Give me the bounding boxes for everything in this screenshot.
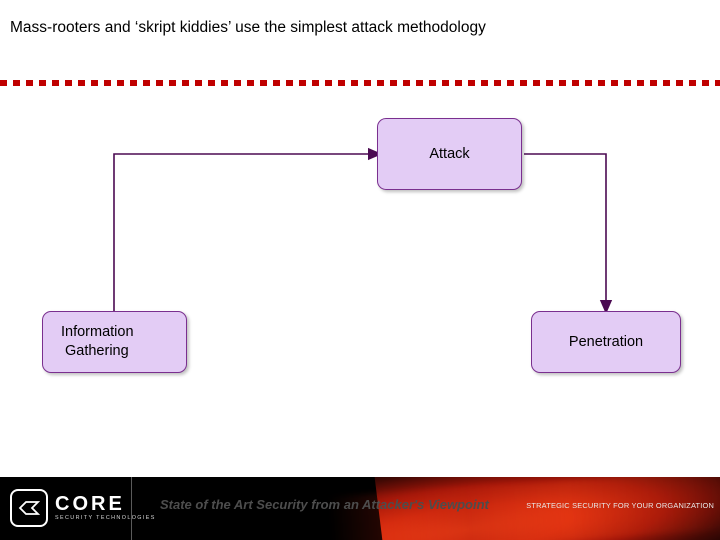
title-divider <box>0 80 720 86</box>
footer-strapline: STRATEGIC SECURITY FOR YOUR ORGANIZATION <box>526 501 714 510</box>
node-information-gathering-label: Information Gathering <box>61 323 134 361</box>
node-penetration-label: Penetration <box>568 333 644 350</box>
flow-diagram: Attack Information Gathering Penetration <box>0 86 720 476</box>
node-penetration[interactable]: Penetration <box>531 311 681 373</box>
core-logo-mark-icon <box>10 489 48 527</box>
core-logo-wordmark: CORE <box>55 493 125 515</box>
node-information-gathering[interactable]: Information Gathering <box>42 311 187 373</box>
footer-divider <box>131 477 132 540</box>
core-logo-text: CORE SECURITY TECHNOLOGIES <box>55 494 156 522</box>
node-attack[interactable]: Attack <box>377 118 522 190</box>
slide-footer: CORE SECURITY TECHNOLOGIES State of the … <box>0 477 720 540</box>
core-logo-subtitle: SECURITY TECHNOLOGIES <box>55 515 156 521</box>
page-title: Mass-rooters and ‘skript kiddies’ use th… <box>10 19 486 36</box>
core-logo: CORE SECURITY TECHNOLOGIES <box>10 485 156 531</box>
footer-tagline: State of the Art Security from an Attack… <box>160 497 489 512</box>
node-information-gathering-label-line1: Information <box>61 324 134 340</box>
node-attack-label: Attack <box>429 145 470 162</box>
node-information-gathering-label-line2: Gathering <box>65 343 129 359</box>
diagram-connectors <box>113 147 613 315</box>
